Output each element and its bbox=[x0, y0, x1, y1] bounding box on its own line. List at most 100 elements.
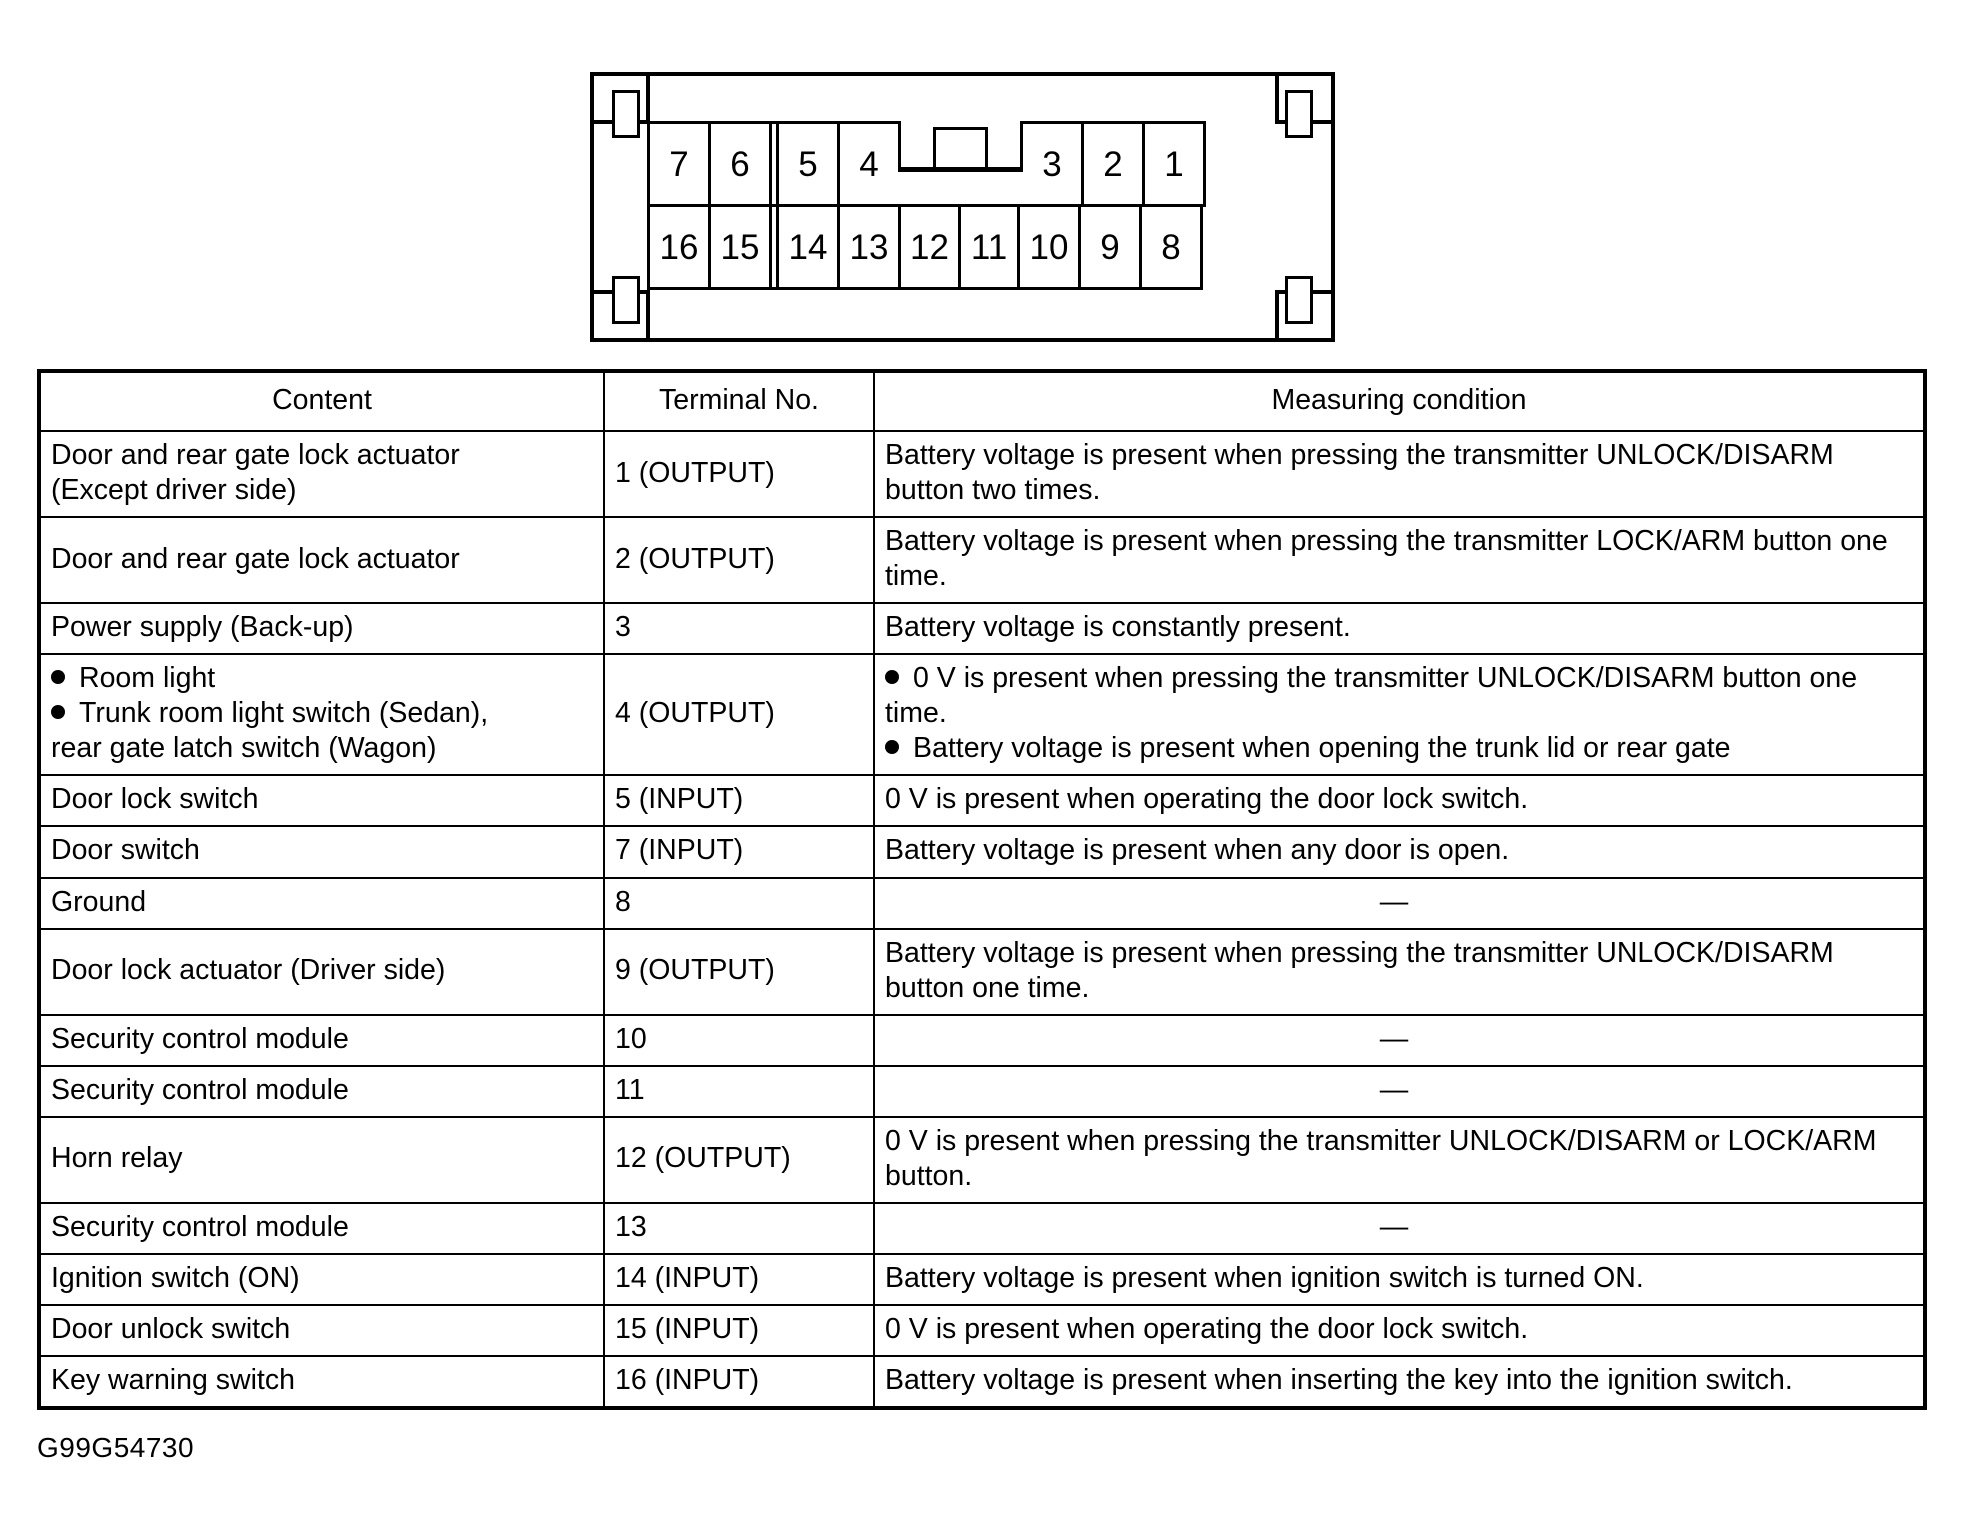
cell-terminal: 12 (OUTPUT) bbox=[603, 1115, 875, 1204]
cell-terminal: 13 bbox=[603, 1201, 875, 1255]
cell-condition: Battery voltage is present when any door… bbox=[873, 825, 1926, 879]
cell-condition: Battery voltage is present when ignition… bbox=[873, 1252, 1926, 1306]
bullet-text: Trunk room light switch (Sedan), bbox=[79, 697, 489, 730]
cell-content: Ground bbox=[38, 876, 605, 930]
table-row: Security control module 10 — bbox=[38, 1013, 1926, 1067]
connector-pin-grid: 7 6 5 4 3 2 1 16 15 14 13 12 11 10 9 8 bbox=[647, 121, 1275, 290]
column-header-content: Content bbox=[38, 369, 605, 433]
cell-content: Door and rear gate lock actuator bbox=[38, 516, 605, 605]
content-line: rear gate latch switch (Wagon) bbox=[51, 732, 437, 765]
cell-content: Key warning switch bbox=[38, 1354, 605, 1410]
pin-cell-5: 5 bbox=[776, 121, 840, 207]
cell-condition: Battery voltage is present when insertin… bbox=[873, 1354, 1926, 1410]
pin-cell-4: 4 bbox=[837, 121, 901, 207]
pin-cell-7: 7 bbox=[647, 121, 711, 207]
terminal-spec-table-wrapper: Content Terminal No. Measuring condition… bbox=[37, 369, 1927, 1411]
connector-tab-bottom-left bbox=[612, 276, 640, 324]
cell-terminal: 4 (OUTPUT) bbox=[603, 653, 875, 777]
table-header-row: Content Terminal No. Measuring condition bbox=[38, 369, 1926, 433]
connector-pin-row-top: 7 6 5 4 3 2 1 bbox=[647, 121, 1206, 207]
cell-content: Door switch bbox=[38, 825, 605, 879]
table-row: Door lock switch 5 (INPUT) 0 V is presen… bbox=[38, 774, 1926, 828]
pin-cell-13: 13 bbox=[837, 204, 901, 290]
cell-condition: Battery voltage is present when pressing… bbox=[873, 927, 1926, 1016]
table-row: Door and rear gate lock actuator (Except… bbox=[38, 430, 1926, 519]
cell-terminal: 15 (INPUT) bbox=[603, 1303, 875, 1357]
bullet-dot-icon bbox=[885, 669, 899, 684]
content-line: (Except driver side) bbox=[51, 474, 297, 507]
cell-condition: — bbox=[873, 876, 1926, 930]
keyway-bump bbox=[933, 127, 988, 167]
cell-content: Security control module bbox=[38, 1064, 605, 1118]
cell-terminal: 3 bbox=[603, 602, 875, 656]
content-bullet-item: Room light bbox=[51, 661, 593, 696]
cell-terminal: 1 (OUTPUT) bbox=[603, 430, 875, 519]
figure-reference-code: G99G54730 bbox=[37, 1432, 195, 1463]
bullet-text: Battery voltage is present when opening … bbox=[913, 732, 1731, 765]
pin-cell-12: 12 bbox=[898, 204, 961, 290]
column-header-terminal: Terminal No. bbox=[603, 369, 875, 433]
cell-terminal: 16 (INPUT) bbox=[603, 1354, 875, 1410]
condition-bullet-item: 0 V is present when pressing the transmi… bbox=[885, 661, 1913, 731]
terminal-spec-table: Content Terminal No. Measuring condition… bbox=[37, 369, 1927, 1411]
pin-cell-3: 3 bbox=[1020, 121, 1084, 207]
pin-cell-14: 14 bbox=[776, 204, 840, 290]
cell-condition: — bbox=[873, 1013, 1926, 1067]
cell-content: Horn relay bbox=[38, 1115, 605, 1204]
bullet-dot-icon bbox=[51, 704, 65, 719]
cell-content: Power supply (Back-up) bbox=[38, 602, 605, 656]
pin-cell-2: 2 bbox=[1081, 121, 1145, 207]
connector-diagram: 7 6 5 4 3 2 1 16 15 14 13 12 11 10 9 8 bbox=[590, 72, 1335, 342]
table-row: Security control module 13 — bbox=[38, 1201, 1926, 1255]
table-row: Ground 8 — bbox=[38, 876, 1926, 930]
connector-tab-top-right bbox=[1285, 90, 1313, 138]
cell-condition: 0 V is present when pressing the transmi… bbox=[873, 653, 1926, 777]
cell-content: Door and rear gate lock actuator (Except… bbox=[38, 430, 605, 519]
table-row: Room light Trunk room light switch (Seda… bbox=[38, 653, 1926, 777]
cell-condition: Battery voltage is present when pressing… bbox=[873, 430, 1926, 519]
bullet-text: 0 V is present when pressing the transmi… bbox=[885, 662, 1858, 730]
connector-pin-row-bottom: 16 15 14 13 12 11 10 9 8 bbox=[647, 204, 1203, 290]
content-line: Door and rear gate lock actuator bbox=[51, 439, 460, 472]
cell-content: Ignition switch (ON) bbox=[38, 1252, 605, 1306]
cell-terminal: 11 bbox=[603, 1064, 875, 1118]
cell-condition: Battery voltage is constantly present. bbox=[873, 602, 1926, 656]
condition-bullet-item: Battery voltage is present when opening … bbox=[885, 731, 1913, 766]
cell-terminal: 7 (INPUT) bbox=[603, 825, 875, 879]
cell-terminal: 5 (INPUT) bbox=[603, 774, 875, 828]
cell-content: Door lock switch bbox=[38, 774, 605, 828]
bullet-dot-icon bbox=[885, 739, 899, 754]
cell-terminal: 14 (INPUT) bbox=[603, 1252, 875, 1306]
pin-cell-9: 9 bbox=[1078, 204, 1142, 290]
keyway-lip bbox=[898, 167, 1023, 207]
pin-cell-11: 11 bbox=[958, 204, 1020, 290]
cell-condition: — bbox=[873, 1201, 1926, 1255]
cell-content: Door unlock switch bbox=[38, 1303, 605, 1357]
cell-content: Door lock actuator (Driver side) bbox=[38, 927, 605, 1016]
cell-terminal: 10 bbox=[603, 1013, 875, 1067]
pin-cell-16: 16 bbox=[647, 204, 711, 290]
cell-terminal: 8 bbox=[603, 876, 875, 930]
table-row: Security control module 11 — bbox=[38, 1064, 1926, 1118]
cell-condition: 0 V is present when pressing the transmi… bbox=[873, 1115, 1926, 1204]
cell-content: Room light Trunk room light switch (Seda… bbox=[38, 653, 605, 777]
bullet-text: Room light bbox=[79, 662, 216, 695]
bullet-dot-icon bbox=[51, 669, 65, 684]
pin-cell-6: 6 bbox=[708, 121, 772, 207]
pin-cell-15: 15 bbox=[708, 204, 772, 290]
cell-content: Security control module bbox=[38, 1013, 605, 1067]
table-row: Horn relay 12 (OUTPUT) 0 V is present wh… bbox=[38, 1115, 1926, 1204]
pin-cell-8: 8 bbox=[1139, 204, 1203, 290]
connector-tab-top-left bbox=[612, 90, 640, 138]
cell-condition: 0 V is present when operating the door l… bbox=[873, 1303, 1926, 1357]
cell-content: Security control module bbox=[38, 1201, 605, 1255]
table-row: Door lock actuator (Driver side) 9 (OUTP… bbox=[38, 927, 1926, 1016]
cell-terminal: 2 (OUTPUT) bbox=[603, 516, 875, 605]
pin-cell-1: 1 bbox=[1142, 121, 1206, 207]
table-row: Key warning switch 16 (INPUT) Battery vo… bbox=[38, 1354, 1926, 1410]
cell-condition: Battery voltage is present when pressing… bbox=[873, 516, 1926, 605]
column-header-condition: Measuring condition bbox=[873, 369, 1926, 433]
cell-terminal: 9 (OUTPUT) bbox=[603, 927, 875, 1016]
table-row: Door and rear gate lock actuator 2 (OUTP… bbox=[38, 516, 1926, 605]
table-row: Ignition switch (ON) 14 (INPUT) Battery … bbox=[38, 1252, 1926, 1306]
